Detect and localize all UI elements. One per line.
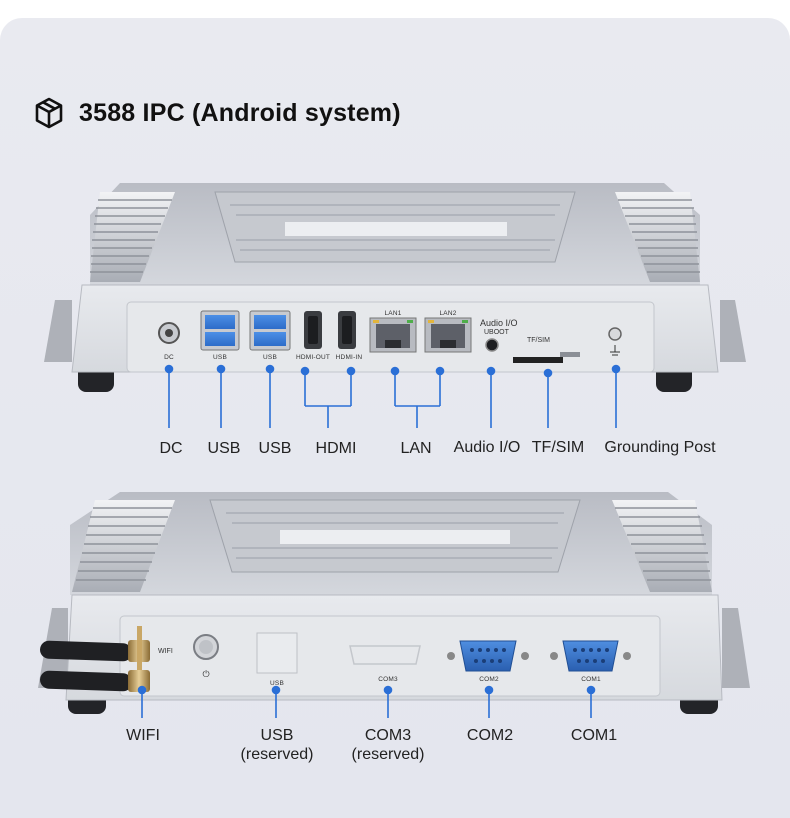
mounting-bracket-left [44,300,72,362]
device-front-bottom: ⏻ [38,492,750,714]
mounting-bracket-right [722,608,750,688]
usb-stack-1 [200,310,240,351]
port-label-usb1: USB [213,354,227,361]
port-label-wifi: WIFI [158,648,173,655]
port-label-com1: COM1 [581,676,601,683]
port-label-lan2: LAN2 [439,310,457,317]
top-center-slot [280,530,510,544]
callout-hdmi: HDMI [315,440,357,457]
callout-com1: COM1 [570,727,618,744]
callout-audio-io: Audio I/O [453,439,521,456]
usb-reserved-cover [256,632,298,674]
port-label-tfsim: TF/SIM [527,337,550,344]
grounding-post [608,327,622,341]
port-label-hdmi-out: HDMI-OUT [295,354,331,361]
port-label-com3: COM3 [378,676,398,683]
port-label-lan1: LAN1 [384,310,402,317]
callout-usb-line2: (reserved) [240,746,314,763]
callout-com3-line2: (reserved) [351,746,425,763]
callout-lan: LAN [400,440,432,457]
heatsink-fins-left [90,192,175,282]
port-label-usb2: USB [263,354,277,361]
power-icon: ⏻ [202,669,209,679]
wifi-antenna-2 [40,670,150,692]
callout-grounding-post: Grounding Post [604,439,716,456]
cube-icon [35,97,63,129]
callout-lines-bottom [137,685,596,718]
callout-usb: USB (reserved) [241,726,314,764]
top-center-slot [285,222,507,236]
wifi-antenna-1 [40,626,150,674]
callout-tf-sim: TF/SIM [531,439,585,456]
lan1-port [369,317,417,353]
callout-lines-top [164,364,621,428]
hdmi-out-port [304,311,322,349]
port-label-uboot: UBOOT [484,329,509,336]
callout-com3: COM3 (reserved) [352,726,425,764]
heatsink-fins-right [612,500,712,592]
callout-com2: COM2 [466,727,514,744]
heatsink-fins-right [615,192,700,282]
com2-port [447,640,529,672]
page-title: 3588 IPC (Android system) [79,98,401,127]
port-label-dc: DC [164,354,174,361]
callout-wifi: WIFI [126,727,160,744]
com3-reserved-cover [349,645,421,665]
callout-usb-line1: USB [260,727,294,744]
usb-stack-2 [249,310,291,351]
title-row: 3588 IPC (Android system) [34,96,401,130]
audio-jack [485,338,499,352]
tf-sim-slot [513,352,580,363]
port-label-com2: COM2 [479,676,499,683]
hdmi-in-port [338,311,356,349]
callout-usb-2: USB [258,440,292,457]
port-label-audio: Audio I/O [480,318,518,328]
callout-com3-line1: COM3 [364,727,412,744]
device-front-top [44,183,746,392]
port-label-usb: USB [270,680,284,687]
com1-port [550,640,631,672]
heatsink-fins-left [72,500,175,592]
callout-usb-1: USB [207,440,241,457]
mounting-bracket-right [720,300,746,362]
lan2-port [424,317,472,353]
port-label-hdmi-in: HDMI-IN [335,354,363,361]
callout-dc: DC [159,440,183,457]
